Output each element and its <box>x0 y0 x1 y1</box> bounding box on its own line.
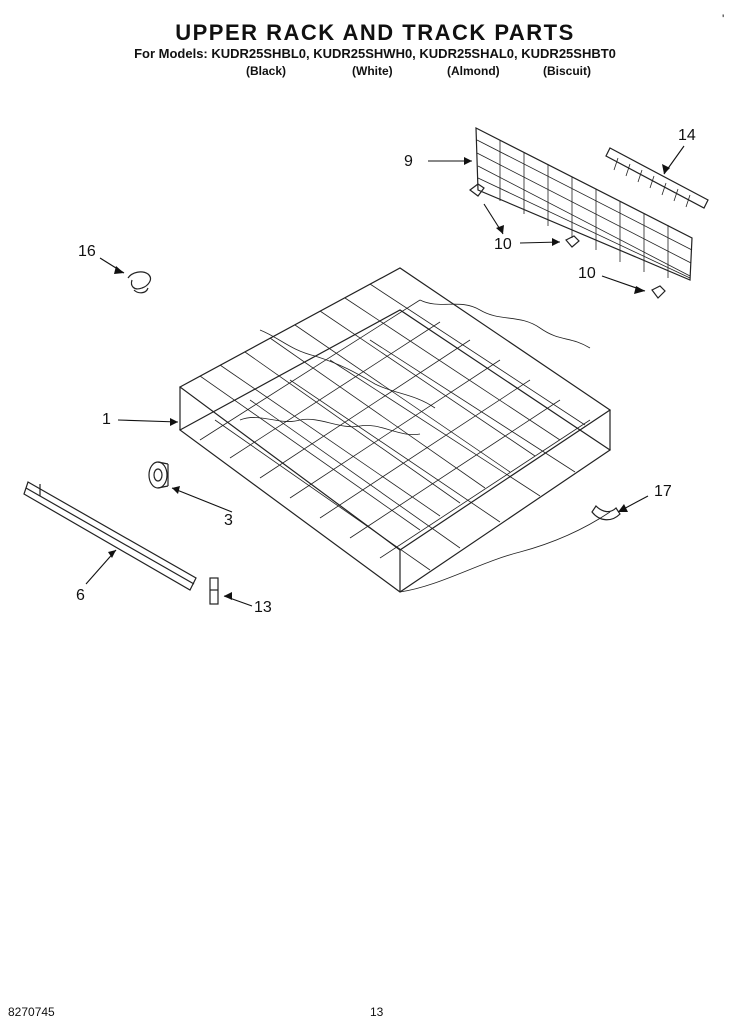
part-3-roller <box>148 461 169 489</box>
callout-1: 1 <box>102 411 111 428</box>
callout-10a: 10 <box>494 236 512 253</box>
color-label-biscuit: (Biscuit) <box>543 64 591 78</box>
callout-3: 3 <box>224 512 233 529</box>
color-label-black: (Black) <box>246 64 287 78</box>
callout-10b: 10 <box>578 265 596 282</box>
page-title: UPPER RACK AND TRACK PARTS <box>175 20 575 45</box>
callout-17: 17 <box>654 483 672 500</box>
callout-14: 14 <box>678 127 696 144</box>
page-number: 13 <box>370 1005 384 1019</box>
footer-code: 8270745 <box>8 1005 55 1019</box>
color-label-almond: (Almond) <box>447 64 500 78</box>
models-line: For Models: KUDR25SHBL0, KUDR25SHWH0, KU… <box>134 46 616 61</box>
callout-13: 13 <box>254 599 272 616</box>
part-9-panel <box>475 127 693 281</box>
part-13-stop <box>209 577 219 605</box>
corner-tick: ' <box>722 12 725 26</box>
part-17-cap <box>591 505 621 521</box>
part-10-clips <box>469 183 666 299</box>
part-16-hook <box>127 271 152 294</box>
callout-6: 6 <box>76 587 85 604</box>
color-label-white: (White) <box>352 64 393 78</box>
part-1-rack <box>178 267 612 593</box>
part-14-strip <box>605 147 709 209</box>
arrowheads <box>108 157 670 600</box>
callout-9: 9 <box>404 153 413 170</box>
callout-16: 16 <box>78 243 96 260</box>
part-6-track <box>23 481 197 591</box>
